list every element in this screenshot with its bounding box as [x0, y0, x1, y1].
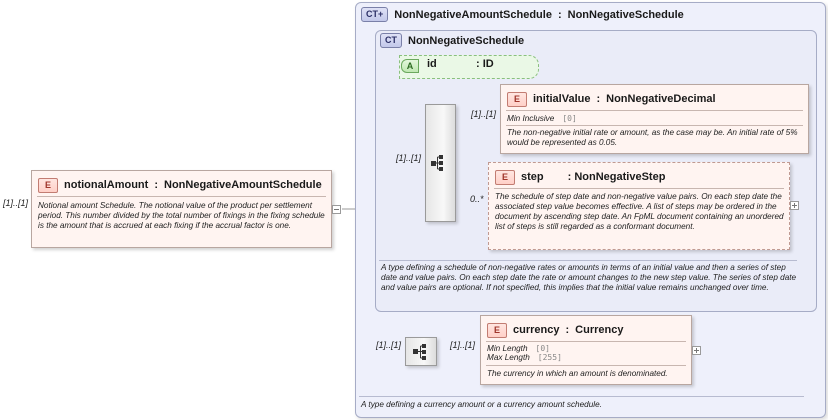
element-description: The non-negative initial rate or amount,… [507, 128, 798, 147]
element-badge: E [507, 91, 527, 107]
ct-icon: CT [380, 33, 402, 48]
element-type: NonNegativeDecimal [606, 93, 716, 105]
outer-type-base: NonNegativeSchedule [567, 8, 684, 21]
collapse-toggle[interactable] [332, 205, 341, 214]
type-separator: : [154, 179, 158, 191]
element-name: initialValue [533, 93, 591, 105]
sequence-compositor[interactable] [425, 104, 456, 222]
outer-type-name: NonNegativeAmountSchedule [394, 8, 552, 21]
inner-type-description: A type defining a schedule of non-negati… [381, 263, 797, 292]
element-initial-value[interactable]: E initialValue : NonNegativeDecimal Min … [500, 84, 809, 154]
outer-type-description: A type defining a currency amount or a c… [361, 400, 602, 409]
attribute-type: : ID [476, 58, 494, 70]
facet-min-inclusive: Min Inclusive[0] [507, 114, 577, 123]
outer-sequence-compositor[interactable] [405, 337, 437, 366]
currency-multiplicity: [1]..[1] [450, 340, 476, 350]
element-description: The currency in which an amount is denom… [487, 369, 668, 378]
element-type: NonNegativeAmountSchedule [164, 179, 322, 191]
element-name: step [521, 171, 544, 183]
sequence-multiplicity: [1]..[1] [396, 153, 422, 163]
sequence-icon [431, 155, 443, 171]
element-description: Notional amount Schedule. The notional v… [38, 201, 325, 230]
expand-currency-toggle[interactable] [692, 346, 701, 355]
expand-step-toggle[interactable] [790, 201, 799, 210]
element-step[interactable]: E step : NonNegativeStep The schedule of… [488, 162, 790, 250]
element-currency[interactable]: E currency : Currency Min Length[0] Max … [480, 315, 692, 385]
element-notional-amount[interactable]: E notionalAmount : NonNegativeAmountSche… [31, 170, 332, 248]
facet-min-length: Min Length[0] [487, 344, 550, 353]
element-badge: E [487, 322, 507, 338]
attribute-name: id [427, 58, 437, 70]
root-multiplicity: [1]..[1] [3, 198, 29, 208]
attribute-badge: A [401, 59, 419, 73]
sequence-icon [413, 344, 426, 360]
step-multiplicity: 0..* [470, 194, 484, 204]
element-type: : NonNegativeStep [567, 171, 666, 183]
element-description: The schedule of step date and non-negati… [495, 192, 784, 231]
inner-type-name: NonNegativeSchedule [408, 34, 525, 47]
element-name: notionalAmount [64, 179, 149, 191]
element-badge: E [38, 177, 58, 193]
element-badge: E [495, 169, 515, 185]
element-name: currency [513, 324, 560, 336]
facet-max-length: Max Length[255] [487, 353, 562, 362]
initial-value-multiplicity: [1]..[1] [471, 109, 497, 119]
element-type: Currency [575, 324, 624, 336]
attribute-id[interactable] [399, 55, 539, 79]
outer-sequence-multiplicity: [1]..[1] [376, 340, 402, 350]
ct-extension-icon: CT+ [361, 7, 389, 22]
